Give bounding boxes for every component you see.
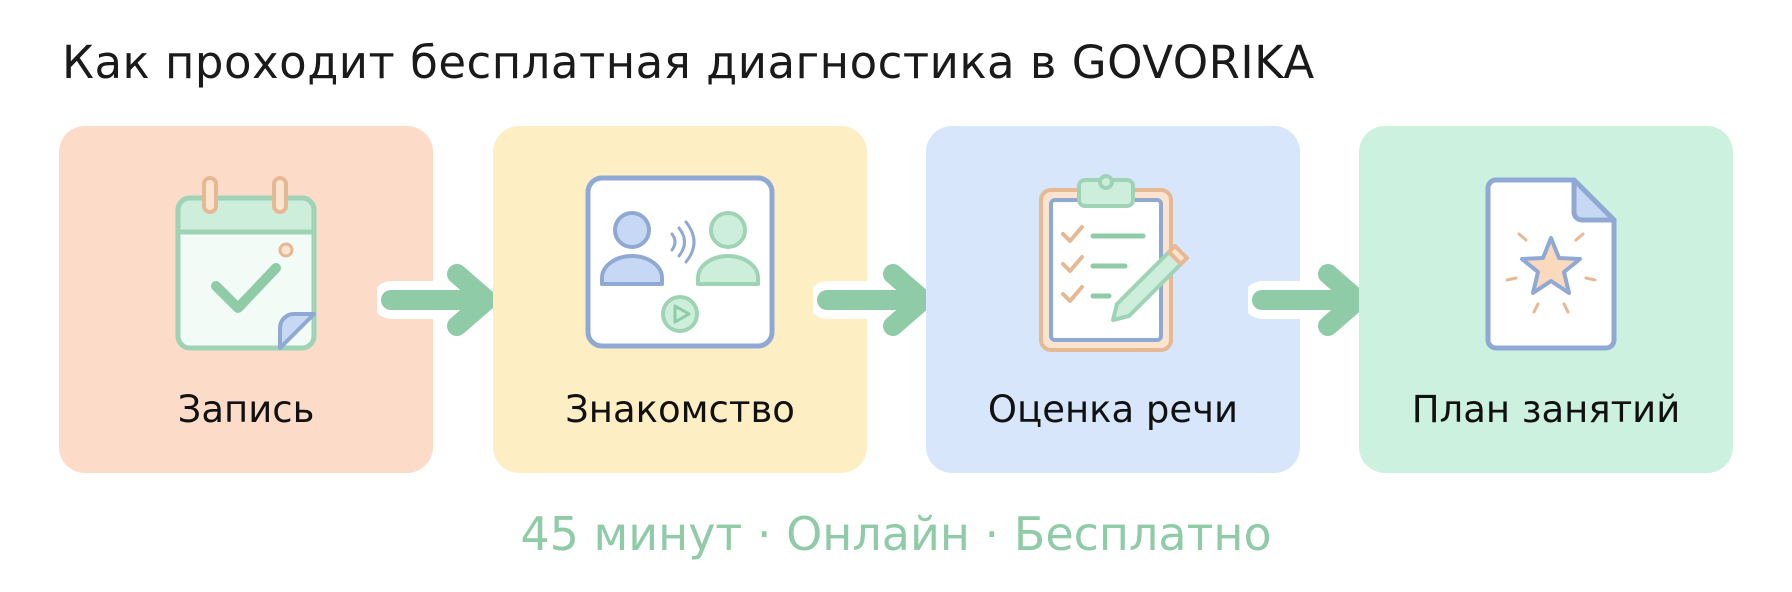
arrow-right-icon <box>813 258 943 342</box>
step-card-znakomstvo: Знакомство <box>493 126 867 473</box>
step-card-otsenka-rechi: Оценка речи <box>926 126 1300 473</box>
footer-summary: 45 минут · Онлайн · Бесплатно <box>520 507 1272 561</box>
arrow-right-icon <box>377 258 507 342</box>
step-label: План занятий <box>1411 388 1681 431</box>
step-card-zapis: Запись <box>59 126 433 473</box>
arrow-right-icon <box>1248 258 1378 342</box>
step-label: Знакомство <box>565 388 795 431</box>
document-star-icon <box>1446 174 1646 354</box>
video-call-icon <box>580 174 780 354</box>
step-card-plan-zanyatiy: План занятий <box>1359 126 1733 473</box>
step-label: Оценка речи <box>987 388 1239 431</box>
calendar-check-icon <box>146 174 346 354</box>
step-label: Запись <box>177 388 315 431</box>
clipboard-pencil-icon <box>1013 174 1213 354</box>
page-title: Как проходит бесплатная диагностика в GO… <box>62 36 1315 89</box>
